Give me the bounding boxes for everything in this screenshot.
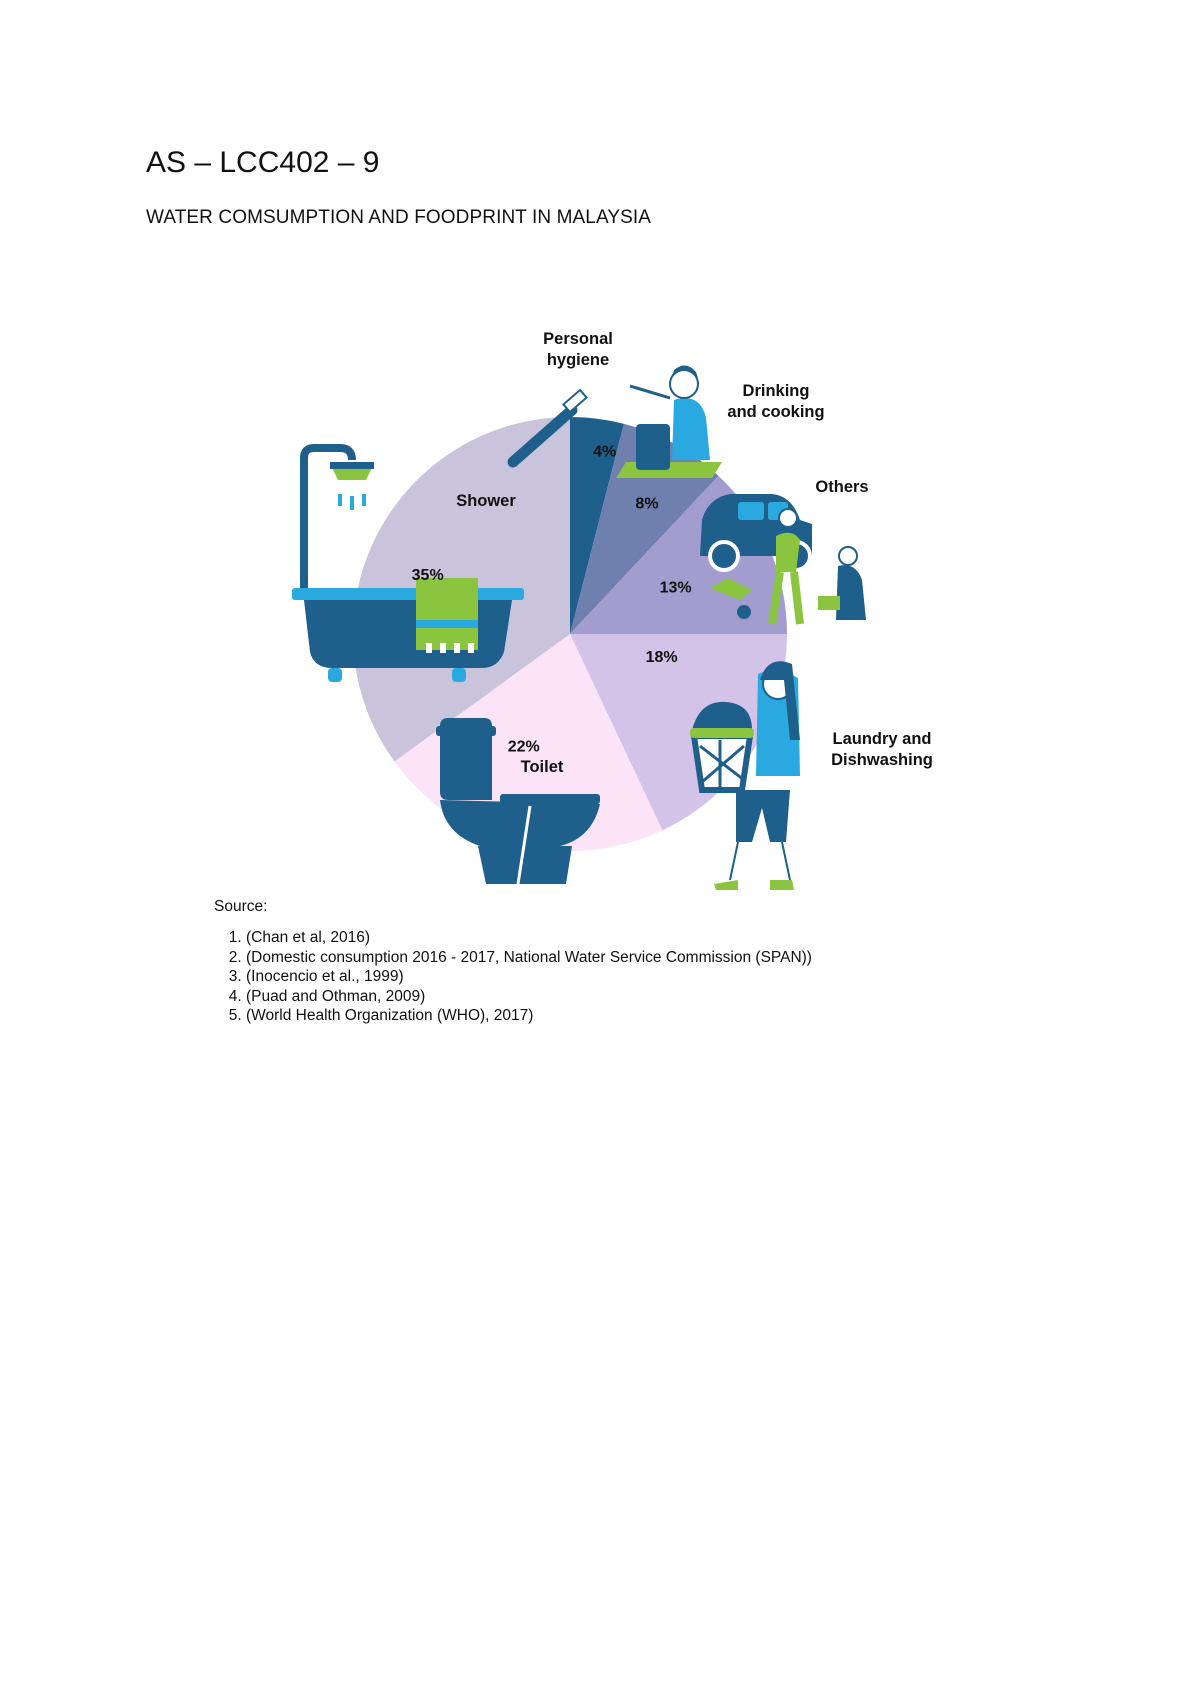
document-subtitle: WATER COMSUMPTION AND FOODPRINT IN MALAY… [146, 207, 652, 228]
slice-value-label: 4% [593, 443, 616, 460]
bathtub-icon [292, 444, 524, 682]
slice-value-label: 13% [660, 580, 692, 597]
slice-value-label: 18% [646, 649, 678, 666]
sources-section: Source: (Chan et al, 2016) (Domestic con… [214, 898, 812, 1026]
category-label: Toilet [521, 758, 564, 776]
laundry-basket-person-icon [690, 661, 800, 890]
toilet-icon [436, 718, 600, 885]
slice-value-label: 8% [635, 495, 658, 512]
slice-value-labels: 4% 8% 13% 18% 22% 35% [412, 443, 692, 755]
pie-slice-laundry-and-dishwashing [570, 634, 787, 831]
category-label: Others [815, 478, 868, 496]
source-item: (World Health Organization (WHO), 2017) [246, 1006, 812, 1026]
document-title: AS – LCC402 – 9 [146, 146, 380, 179]
source-item: (Puad and Othman, 2009) [246, 987, 812, 1007]
slice-value-label: 22% [508, 739, 540, 756]
source-item: (Chan et al, 2016) [246, 928, 812, 948]
cooking-person-icon [616, 365, 722, 478]
slice-value-label: 35% [412, 567, 444, 584]
source-item: (Inocencio et al., 1999) [246, 967, 812, 987]
car-washing-icon [700, 494, 866, 625]
source-item: (Domestic consumption 2016 - 2017, Natio… [246, 948, 812, 968]
category-label: Shower [456, 492, 516, 510]
toothbrush-icon [507, 388, 588, 468]
pie-slice-personal-hygiene [570, 417, 624, 634]
sources-list: (Chan et al, 2016) (Domestic consumption… [214, 928, 812, 1026]
sources-heading: Source: [214, 898, 268, 915]
